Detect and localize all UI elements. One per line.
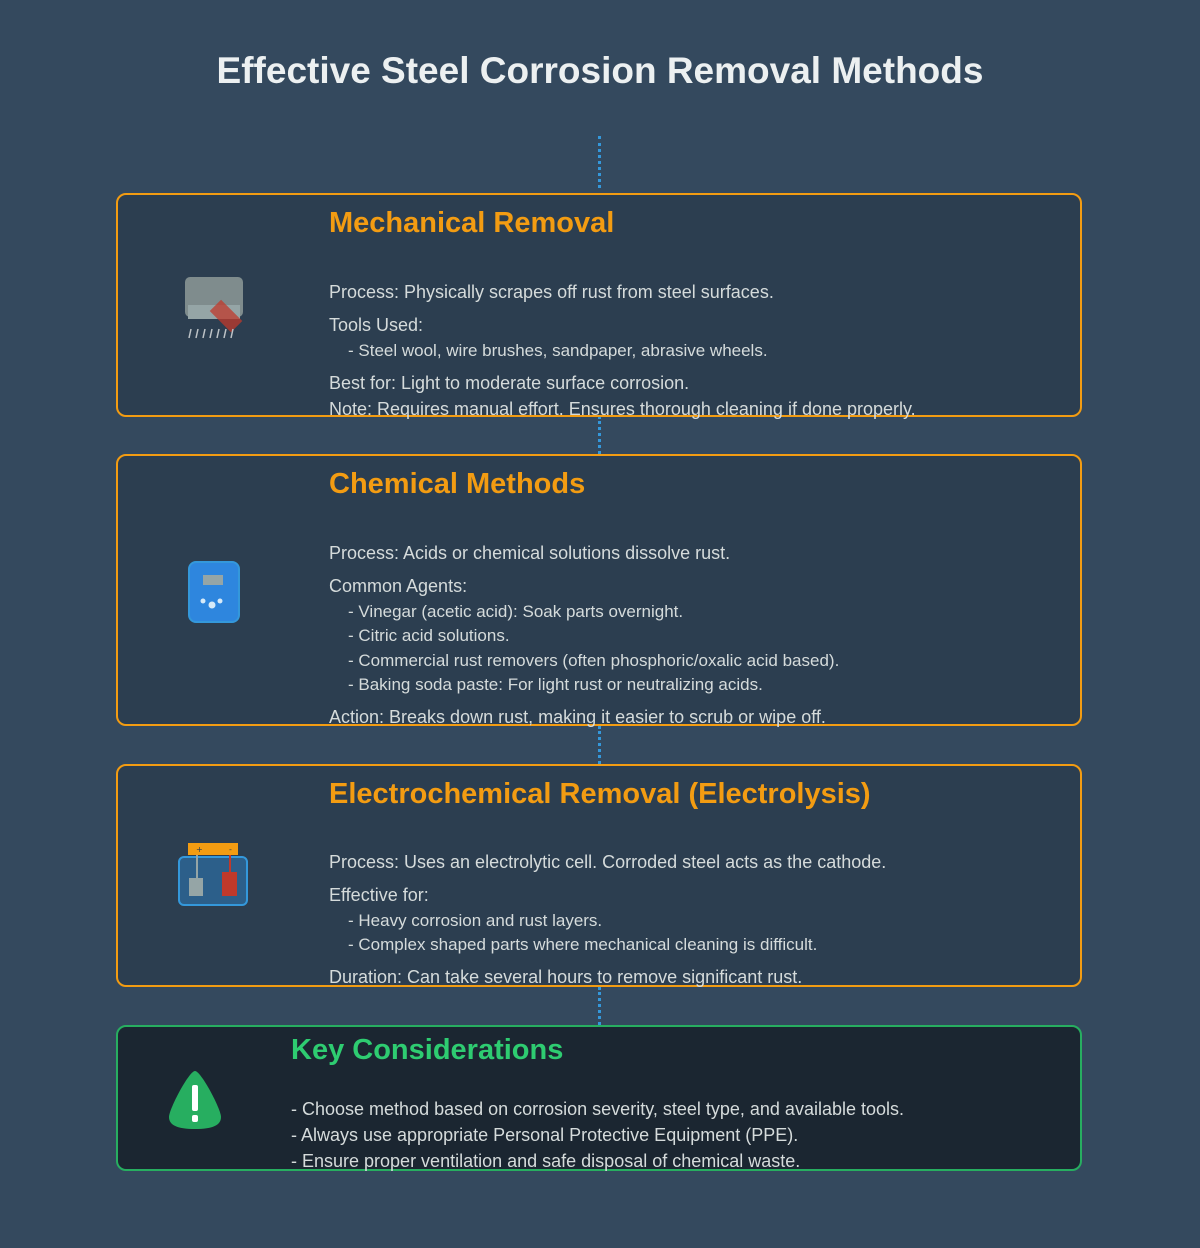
consideration-item: - Ensure proper ventilation and safe dis… (291, 1151, 801, 1171)
consideration-item: - Always use appropriate Personal Protec… (291, 1125, 799, 1145)
warning-icon (167, 1069, 223, 1136)
agents-label: Common Agents: (329, 576, 468, 596)
chemical-bottle-icon (188, 561, 240, 628)
process-text: Process: Uses an electrolytic cell. Corr… (329, 852, 887, 872)
electrolysis-cell-icon: + - (178, 842, 252, 915)
tools-label: Tools Used: (329, 315, 424, 335)
connector-line (598, 136, 601, 188)
consideration-item: - Choose method based on corrosion sever… (291, 1099, 905, 1119)
section-title: Mechanical Removal (329, 207, 615, 239)
process-text: Process: Acids or chemical solutions dis… (329, 543, 731, 563)
key-considerations-card: Key Considerations - Choose method based… (116, 1025, 1082, 1171)
connector-line (598, 987, 601, 1025)
section-title: Chemical Methods (329, 468, 586, 500)
agent-item: - Commercial rust removers (often phosph… (348, 651, 840, 670)
method-card-electrochemical: + - Electrochemical Removal (Electrolysi… (116, 764, 1082, 987)
section-title: Key Considerations (291, 1034, 564, 1066)
wire-brush-icon (182, 275, 254, 350)
agent-item: - Citric acid solutions. (348, 626, 510, 645)
agent-item: - Vinegar (acetic acid): Soak parts over… (348, 602, 684, 621)
tools-item: - Steel wool, wire brushes, sandpaper, a… (348, 341, 768, 360)
best-for-text: Best for: Light to moderate surface corr… (329, 373, 690, 393)
method-card-chemical: Chemical Methods Process: Acids or chemi… (116, 454, 1082, 727)
section-title: Electrochemical Removal (Electrolysis) (329, 778, 871, 810)
effective-item: - Heavy corrosion and rust layers. (348, 911, 603, 930)
connector-line (598, 726, 601, 764)
connector-line (598, 416, 601, 454)
effective-label: Effective for: (329, 885, 429, 905)
effective-item: - Complex shaped parts where mechanical … (348, 935, 818, 954)
page-title: Effective Steel Corrosion Removal Method… (216, 50, 984, 91)
svg-text:-: - (229, 845, 232, 854)
agent-item: - Baking soda paste: For light rust or n… (348, 675, 763, 694)
note-text: Note: Requires manual effort. Ensures th… (329, 399, 916, 419)
process-text: Process: Physically scrapes off rust fro… (329, 282, 774, 302)
action-text: Action: Breaks down rust, making it easi… (329, 707, 826, 727)
method-card-mechanical: Mechanical Removal Process: Physically s… (116, 193, 1082, 419)
duration-text: Duration: Can take several hours to remo… (329, 967, 803, 987)
svg-text:+: + (196, 845, 203, 854)
